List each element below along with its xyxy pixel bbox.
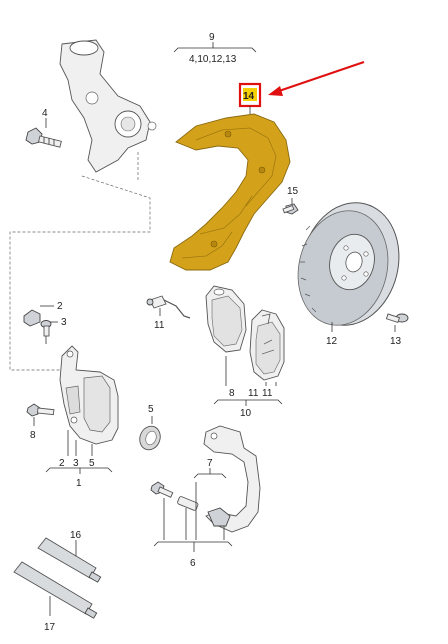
- screw-15[interactable]: [282, 198, 299, 215]
- brake-caliper[interactable]: [59, 345, 119, 445]
- group-1-bracket: [45, 430, 113, 474]
- highlight-fill: [243, 88, 257, 101]
- grease-tube-16[interactable]: [37, 537, 102, 583]
- label-17: 17: [44, 622, 56, 633]
- grease-tube-17[interactable]: [13, 561, 98, 619]
- label-9-sub: 4,10,12,13: [189, 54, 237, 65]
- reference-dashed-lines: [9, 152, 151, 371]
- steering-knuckle[interactable]: [59, 39, 157, 173]
- label-3: 3: [61, 317, 67, 328]
- group-7-bracket: [193, 468, 227, 479]
- label-10-11b: 11: [262, 388, 273, 399]
- label-10-8: 8: [229, 388, 235, 399]
- label-1: 1: [76, 478, 82, 489]
- guide-pin-boot[interactable]: [207, 507, 231, 527]
- wear-sensor[interactable]: [146, 295, 191, 319]
- guide-pin-sleeve[interactable]: [177, 496, 199, 511]
- group-10-bracket: [213, 356, 283, 406]
- label-7: 7: [207, 458, 213, 469]
- label-12: 12: [326, 336, 338, 347]
- label-1-2: 2: [59, 458, 65, 469]
- label-2: 2: [57, 301, 63, 312]
- brake-disc[interactable]: [286, 192, 411, 336]
- piston-seal[interactable]: [136, 416, 163, 453]
- label-15: 15: [287, 186, 299, 197]
- label-14: 14: [243, 91, 255, 102]
- label-6: 6: [190, 558, 196, 569]
- label-10: 10: [240, 408, 252, 419]
- dust-cap[interactable]: [40, 320, 58, 337]
- label-8a: 8: [30, 430, 36, 441]
- label-1-5: 5: [89, 458, 95, 469]
- screw-13[interactable]: [385, 313, 409, 332]
- group-9-bracket: [173, 42, 257, 53]
- red-arrow: [268, 61, 365, 96]
- bleeder-valve[interactable]: [23, 305, 54, 327]
- label-4: 4: [42, 108, 48, 119]
- brake-pad-inner[interactable]: [249, 309, 285, 381]
- guide-pin-bolt[interactable]: [150, 481, 174, 498]
- label-5: 5: [148, 404, 154, 415]
- label-1-3: 3: [73, 458, 79, 469]
- group-6-bracket: [153, 482, 233, 552]
- label-11a: 11: [154, 320, 165, 331]
- label-10-11a: 11: [248, 388, 259, 399]
- label-9: 9: [209, 32, 215, 43]
- guide-bolt[interactable]: [26, 403, 55, 426]
- splash-shield[interactable]: [169, 113, 291, 271]
- label-13: 13: [390, 336, 402, 347]
- brake-pad-outer[interactable]: [205, 285, 247, 353]
- label-16: 16: [70, 530, 82, 541]
- bolt-4[interactable]: [25, 118, 62, 148]
